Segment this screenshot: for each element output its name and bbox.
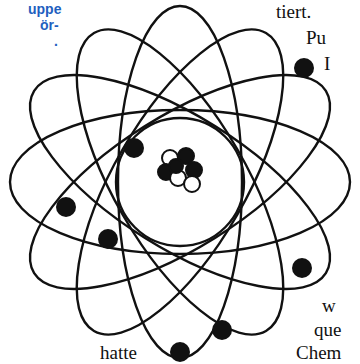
electron	[294, 58, 314, 78]
nucleus	[158, 148, 202, 192]
inner-circle	[116, 118, 244, 246]
text-fragment: ör-	[40, 18, 59, 32]
orbit	[37, 0, 323, 364]
nucleon	[184, 176, 200, 192]
text-fragment: I	[324, 54, 330, 73]
orbit	[0, 35, 360, 329]
nucleon	[169, 159, 183, 173]
electron	[170, 342, 190, 362]
electron	[56, 197, 76, 217]
text-fragment: hatte	[100, 343, 137, 362]
electron	[212, 320, 232, 340]
orbit	[37, 0, 323, 364]
text-fragment: w	[322, 296, 336, 315]
orbit	[10, 110, 350, 254]
text-fragment: uppe	[28, 2, 61, 16]
text-fragment: Pu	[306, 28, 326, 47]
text-fragment: Chem	[296, 343, 341, 362]
electron	[292, 258, 312, 278]
text-fragment: que	[314, 320, 341, 339]
text-fragment: tiert.	[276, 2, 311, 21]
electron	[98, 229, 118, 249]
electrons	[56, 58, 314, 362]
electron	[124, 138, 144, 158]
text-fragment: .	[54, 34, 58, 48]
orbit	[0, 35, 360, 329]
orbit	[118, 6, 242, 358]
